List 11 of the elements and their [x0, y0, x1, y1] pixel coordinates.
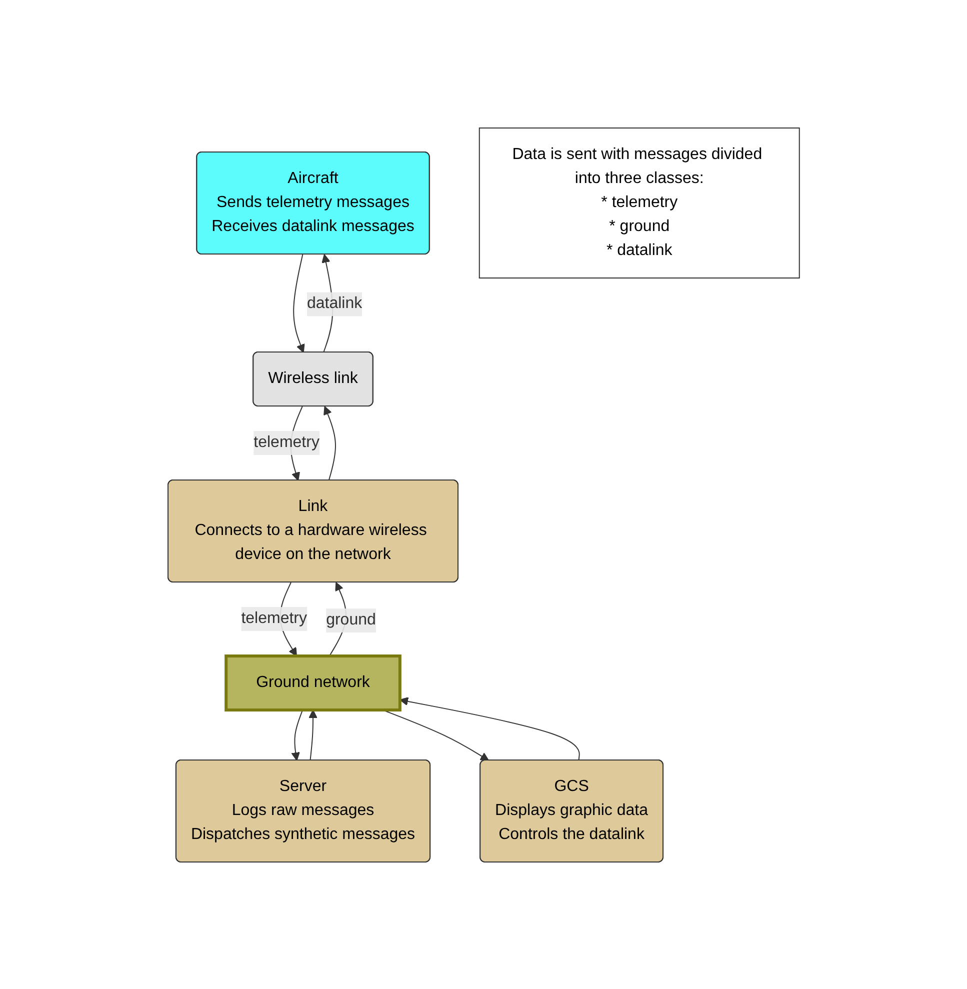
- edge-label: telemetry: [253, 433, 320, 450]
- edge-label: ground: [326, 610, 376, 628]
- edge-label: telemetry: [241, 609, 307, 626]
- edge-label: datalink: [306, 294, 362, 312]
- arrow: [399, 696, 580, 760]
- arrow: [291, 709, 303, 760]
- arrow: [323, 406, 336, 480]
- arrow: [292, 254, 305, 352]
- arrow: [308, 709, 318, 760]
- node-box: Ground network: [224, 654, 402, 711]
- node-box: Data is sent with messages divided into three classes: * telemetry * ground * datalink: [478, 127, 800, 278]
